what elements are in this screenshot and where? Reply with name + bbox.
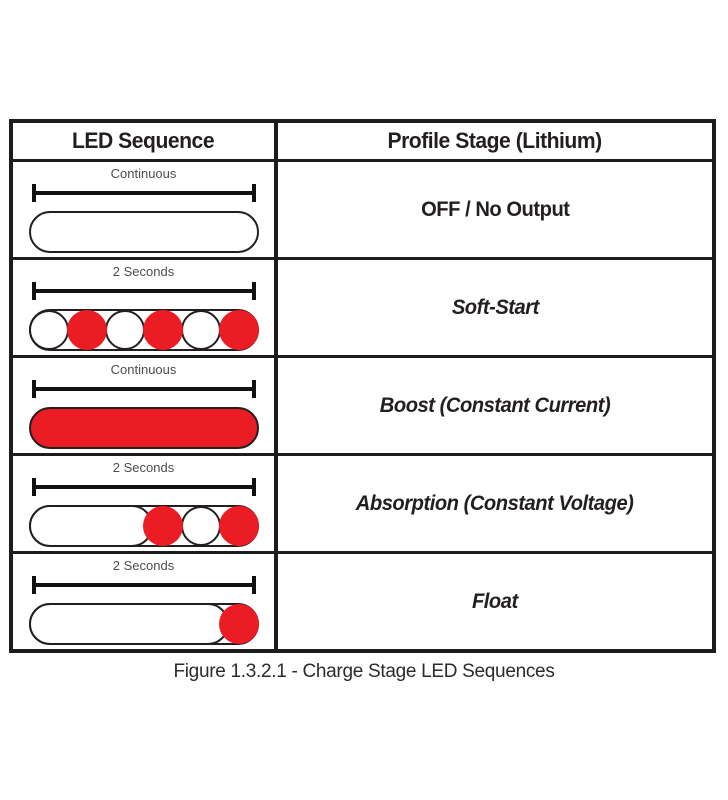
bracket-line bbox=[31, 288, 256, 293]
led-pill bbox=[28, 504, 259, 547]
duration-label: Continuous bbox=[110, 165, 177, 181]
led-off-circle bbox=[180, 505, 221, 546]
led-sequence-table: LED Sequence Profile Stage (Lithium) Con… bbox=[9, 119, 716, 653]
stage-label: OFF / No Output bbox=[420, 197, 570, 221]
stage-label: Soft-Start bbox=[451, 295, 539, 319]
duration-bracket bbox=[31, 281, 256, 300]
table-row-float: 2 Seconds Float bbox=[13, 554, 712, 649]
duration-label: Continuous bbox=[110, 361, 177, 377]
stage-label: Float bbox=[472, 589, 518, 613]
stage-label: Absorption (Constant Voltage) bbox=[356, 491, 634, 515]
led-pill bbox=[28, 210, 259, 253]
led-off-segment bbox=[28, 504, 153, 547]
duration-bracket bbox=[31, 379, 256, 398]
header-cell-profile-stage: Profile Stage (Lithium) bbox=[278, 123, 712, 159]
led-pill bbox=[28, 308, 259, 351]
led-off-circle bbox=[28, 309, 69, 350]
bracket-line bbox=[31, 484, 256, 489]
duration-bracket bbox=[31, 575, 256, 594]
duration-bracket bbox=[31, 183, 256, 202]
led-pill bbox=[28, 602, 259, 645]
table-row-boost: Continuous Boost (Constant Current) bbox=[13, 358, 712, 456]
header-profile-stage-label: Profile Stage (Lithium) bbox=[387, 128, 603, 153]
led-on-circle bbox=[142, 309, 183, 350]
duration-bracket bbox=[31, 477, 256, 496]
led-off-circle bbox=[180, 309, 221, 350]
led-on-circle bbox=[66, 309, 107, 350]
led-pill bbox=[28, 406, 259, 449]
header-led-sequence-label: LED Sequence bbox=[72, 128, 215, 153]
table-row-soft-start: 2 Seconds Soft-Start bbox=[13, 260, 712, 358]
led-diagram-boost: Continuous bbox=[28, 361, 259, 449]
led-off-segment bbox=[28, 602, 229, 645]
led-on-circle bbox=[218, 603, 259, 644]
led-on-circle bbox=[142, 505, 183, 546]
bracket-line bbox=[31, 582, 256, 587]
header-cell-led-sequence: LED Sequence bbox=[13, 123, 278, 159]
stage-label: Boost (Constant Current) bbox=[379, 393, 611, 417]
duration-label: 2 Seconds bbox=[112, 459, 175, 475]
led-diagram-float: 2 Seconds bbox=[28, 557, 259, 645]
led-on-circle bbox=[218, 505, 259, 546]
led-on-circle bbox=[218, 309, 259, 350]
led-diagram-off: Continuous bbox=[28, 165, 259, 253]
bracket-line bbox=[31, 386, 256, 391]
led-diagram-absorption: 2 Seconds bbox=[28, 459, 259, 547]
table-row-absorption: 2 Seconds Absorption (Constant Voltage) bbox=[13, 456, 712, 554]
led-diagram-soft-start: 2 Seconds bbox=[28, 263, 259, 351]
bracket-line bbox=[31, 190, 256, 195]
table-row-off: Continuous OFF / No Output bbox=[13, 162, 712, 260]
duration-label: 2 Seconds bbox=[112, 263, 175, 279]
table-header-row: LED Sequence Profile Stage (Lithium) bbox=[13, 123, 712, 162]
duration-label: 2 Seconds bbox=[112, 557, 175, 573]
led-off-circle bbox=[104, 309, 145, 350]
figure-caption: Figure 1.3.2.1 - Charge Stage LED Sequen… bbox=[173, 661, 555, 682]
